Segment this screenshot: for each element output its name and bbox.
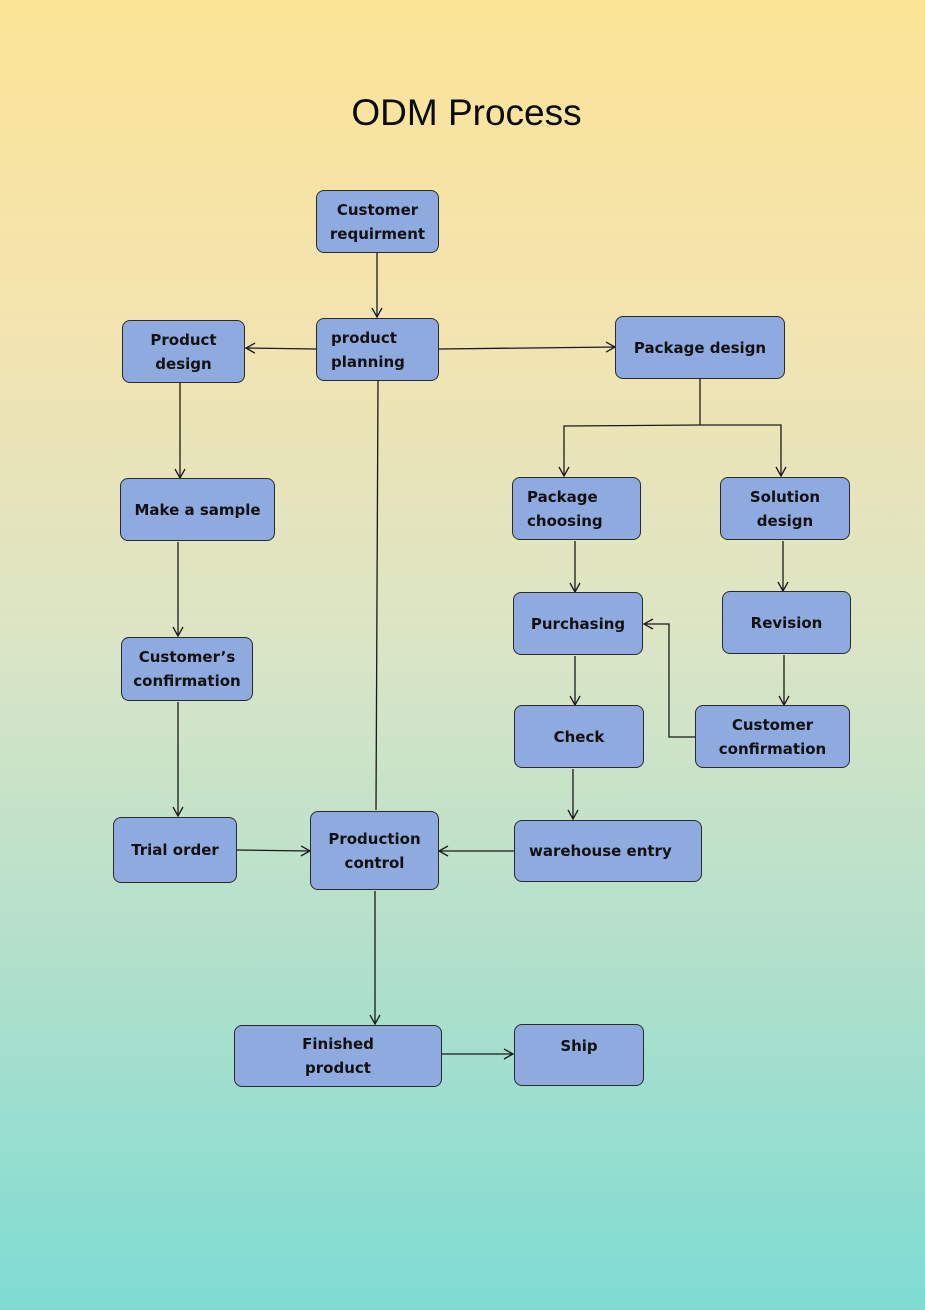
node-trial-order: Trial order	[113, 817, 237, 883]
node-customer-confirmation: Customer confirmation	[695, 705, 850, 768]
node-package-choosing: Package choosing	[512, 477, 641, 540]
node-make-a-sample-label: Make a sample	[134, 500, 261, 519]
edge-product-planning-to-package-design	[438, 341, 617, 353]
node-production-control: Production control	[310, 811, 439, 890]
node-product-design-label: Product design	[150, 330, 217, 373]
node-product-planning-label: product planning	[331, 328, 405, 371]
node-product-planning: product planning	[316, 318, 439, 381]
node-trial-order-label: Trial order	[131, 841, 219, 859]
node-solution-design-label: Solution design	[749, 487, 821, 530]
edge-package-design-to-solution-design	[700, 424, 787, 478]
node-customers-confirmation: Customer’s confirmation	[121, 637, 253, 701]
edge-product-planning-to-production-control	[375, 380, 379, 811]
edge-package-design-to-package-choosing	[558, 424, 701, 478]
node-production-control-label: Production control	[328, 829, 421, 872]
node-check: Check	[514, 705, 644, 768]
node-warehouse-entry: warehouse entry	[514, 820, 702, 882]
node-customer-requirment-label: Customer requirment	[329, 200, 426, 243]
edge-trial-order-to-production-control	[236, 845, 312, 857]
node-check-label: Check	[553, 727, 605, 746]
edge-product-planning-to-product-design	[244, 342, 317, 354]
node-finished-product-label: Finished product	[302, 1035, 374, 1077]
edge-customer-confirmation-to-purchasing	[642, 618, 695, 738]
node-package-design: Package design	[615, 316, 785, 379]
node-purchasing-label: Purchasing	[530, 614, 626, 633]
node-revision: Revision	[722, 591, 851, 654]
node-ship: Ship	[514, 1024, 644, 1086]
node-customers-confirmation-label: Customer’s confirmation	[133, 648, 241, 690]
node-make-a-sample: Make a sample	[120, 478, 275, 541]
node-warehouse-entry-label: warehouse entry	[529, 842, 672, 860]
node-product-design: Product design	[122, 320, 245, 383]
node-revision-label: Revision	[750, 613, 823, 632]
node-finished-product: Finished product	[234, 1025, 442, 1087]
diagram-title: ODM Process	[351, 92, 582, 133]
node-customer-requirment: Customer requirment	[316, 190, 439, 253]
node-solution-design: Solution design	[720, 477, 850, 540]
node-package-design-label: Package design	[633, 338, 767, 357]
node-package-choosing-label: Package choosing	[527, 487, 603, 530]
node-customer-confirmation-label: Customer confirmation	[718, 715, 827, 758]
node-ship-label: Ship	[560, 1037, 598, 1055]
node-purchasing: Purchasing	[513, 592, 643, 655]
